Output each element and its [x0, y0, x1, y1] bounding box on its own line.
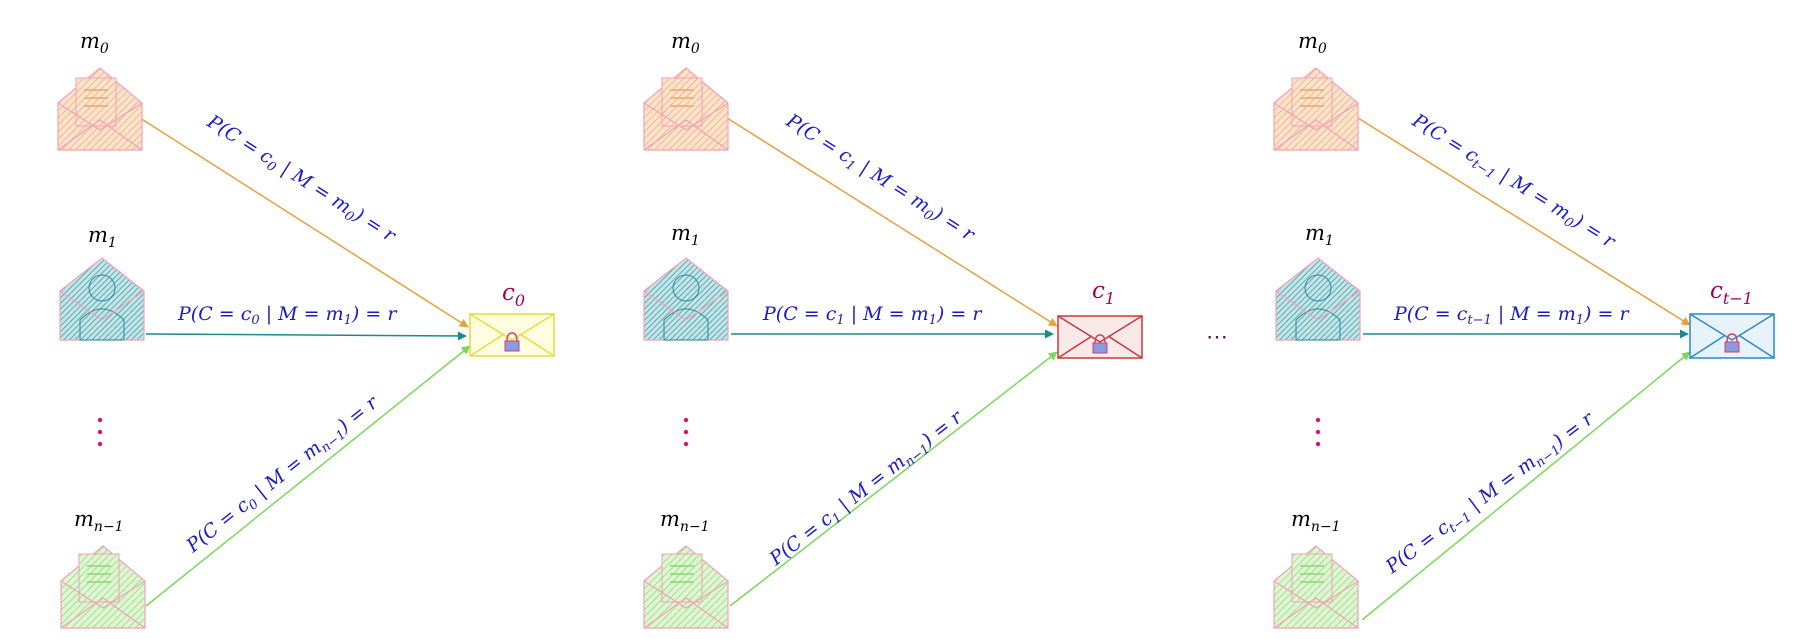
- edge-label-bottom: P(C = ct−1 | M = mn−1) = r: [1381, 407, 1601, 581]
- group-2: m0 m1 mn−1 ct−1 P(C = ct−1 | M = m0) = r…: [1273, 29, 1775, 629]
- message-0-icon: [57, 67, 143, 151]
- group-1: m0 m1 mn−1 c1 P(C = c1 | M = m0) = r P(C…: [643, 29, 1143, 629]
- vertical-ellipsis: [97, 417, 103, 447]
- message-n-1-label: mn−1: [660, 507, 710, 535]
- edge-top-line: [1357, 117, 1691, 326]
- edge-top-line: [139, 117, 469, 328]
- cipher-icon: [469, 313, 555, 357]
- cipher-label: ct−1: [1710, 278, 1753, 308]
- edge-mid-line: [145, 331, 467, 341]
- edge-label-mid: P(C = ct−1 | M = m1) = r: [1393, 303, 1630, 328]
- vertical-ellipsis: [1315, 417, 1321, 447]
- message-1-icon: [1275, 257, 1361, 341]
- message-1-label: m1: [671, 221, 700, 249]
- message-n-1-label: mn−1: [1291, 507, 1341, 535]
- message-1-icon: [643, 257, 729, 341]
- message-0-label: m0: [80, 29, 109, 57]
- edge-label-bottom: P(C = c1 | M = mn−1) = r: [765, 405, 970, 573]
- message-0-icon: [643, 67, 729, 151]
- message-n-1-label: mn−1: [74, 507, 124, 535]
- edge-label-top: P(C = ct−1 | M = m0) = r: [1406, 109, 1621, 256]
- cipher-icon: [1689, 313, 1775, 359]
- message-0-label: m0: [1298, 29, 1327, 57]
- group-0: m0 m1 mn−1 c0 P(C = c0 | M = m0) = r P(C…: [57, 29, 555, 629]
- cipher-label: c0: [502, 280, 525, 310]
- edge-bottom-line: [145, 345, 471, 607]
- vertical-ellipsis: [683, 417, 689, 447]
- edge-label-bottom: P(C = c0 | M = mn−1) = r: [182, 391, 386, 560]
- message-n-1-icon: [643, 545, 729, 629]
- edge-label-mid: P(C = c0 | M = m1) = r: [177, 303, 398, 328]
- message-n-1-icon: [1273, 545, 1359, 629]
- edge-label-mid: P(C = c1 | M = m1) = r: [762, 303, 983, 328]
- message-n-1-icon: [60, 545, 146, 629]
- message-0-label: m0: [671, 29, 700, 57]
- message-0-icon: [1273, 67, 1359, 151]
- message-1-icon: [59, 257, 145, 341]
- horizontal-ellipsis: ⋯: [1206, 325, 1228, 350]
- edge-top-line: [726, 117, 1058, 327]
- edge-bottom-line: [1361, 351, 1691, 621]
- cipher-icon: [1057, 315, 1143, 359]
- edge-label-top: P(C = c1 | M = m0) = r: [780, 109, 980, 249]
- edge-bottom-line: [729, 351, 1058, 607]
- message-1-label: m1: [88, 223, 117, 251]
- message-1-label: m1: [1305, 221, 1334, 249]
- edge-label-top: P(C = c0 | M = m0) = r: [201, 110, 401, 250]
- cipher-label: c1: [1092, 278, 1115, 308]
